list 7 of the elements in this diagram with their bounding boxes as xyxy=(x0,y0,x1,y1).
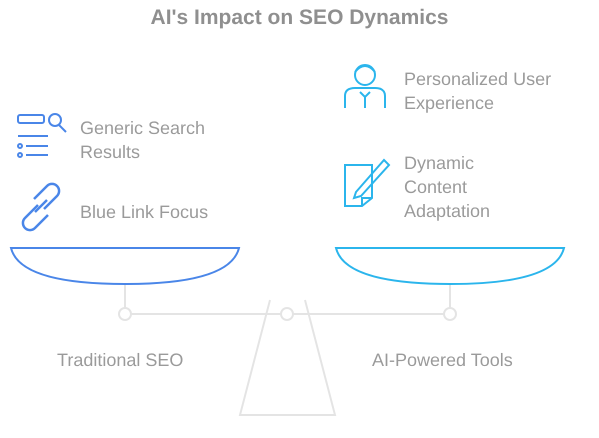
item-text: Personalized User Experience xyxy=(404,68,552,115)
item-text: Dynamic Content Adaptation xyxy=(404,152,492,223)
item-text: Blue Link Focus xyxy=(80,201,210,224)
diagram-title: AI's Impact on SEO Dynamics xyxy=(150,6,450,30)
item-text: Generic Search Results xyxy=(80,117,206,164)
side-label: AI-Powered Tools xyxy=(372,349,514,372)
side-label: Traditional SEO xyxy=(57,349,184,372)
